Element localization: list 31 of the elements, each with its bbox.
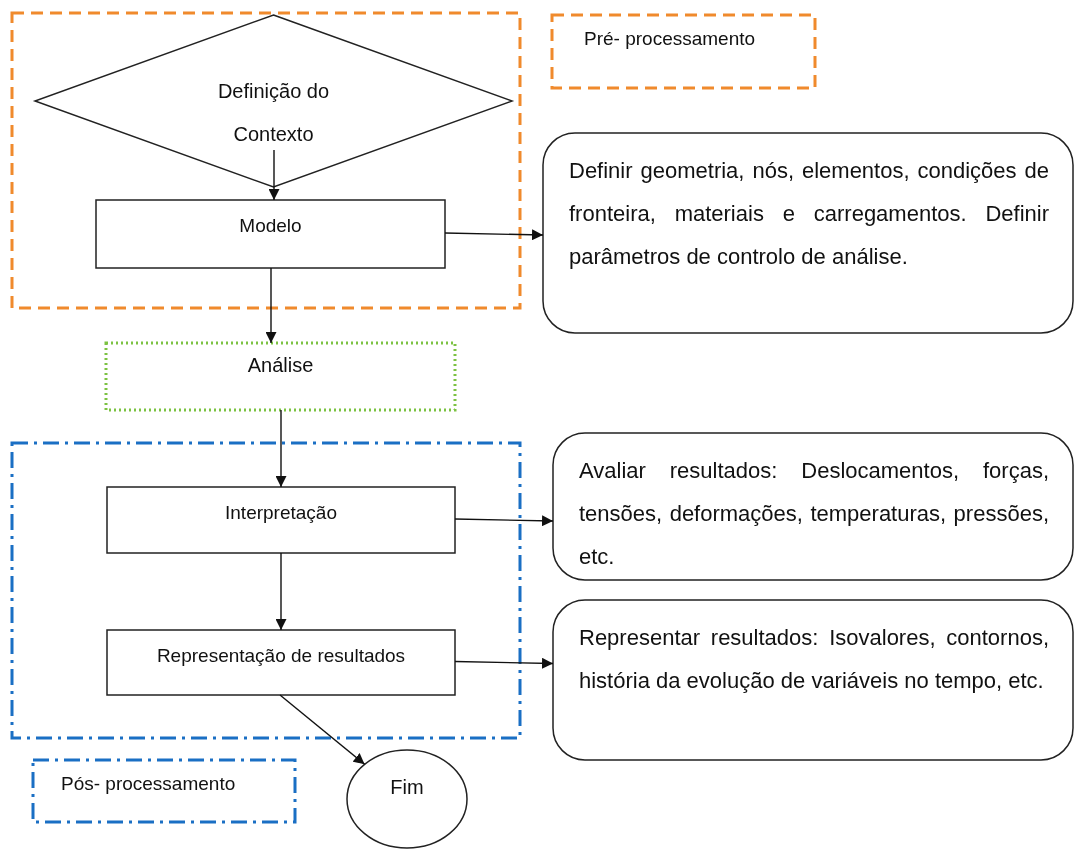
end-circle <box>347 750 467 848</box>
node-label: Modelo <box>238 214 303 237</box>
node-label: Avaliar resultados: Deslocamentos, forças, tensões, deformações, temperaturas, pressões, etc. <box>578 457 1050 571</box>
group-frame <box>12 443 520 738</box>
arrow <box>279 694 366 765</box>
arrow <box>268 149 280 201</box>
stage-tag <box>33 760 295 822</box>
node-label: Interpretação <box>224 501 338 524</box>
arrow <box>275 552 287 631</box>
group-frame <box>12 13 520 308</box>
note-box <box>553 433 1073 580</box>
node-label: Representar resultados: Isovalores, contornos, história da evolução de variáveis no tempo, etc. <box>578 624 1050 695</box>
process-box <box>107 630 455 695</box>
arrow <box>454 515 554 527</box>
node-label: Fim <box>389 775 425 799</box>
node-label: Definir geometria, nós, elementos, condições de fronteira, materiais e carregamentos. Definir parâmetros de controlo de análise. <box>568 157 1050 271</box>
stage-tag <box>552 15 815 88</box>
note-box <box>553 600 1073 760</box>
node-label: Pré- processamento <box>583 27 757 50</box>
arrow <box>265 267 277 344</box>
process-box <box>96 200 445 268</box>
arrow <box>454 657 554 669</box>
arrow <box>444 229 544 241</box>
node-label: Representação de resultados <box>155 644 407 667</box>
note-box <box>543 133 1073 333</box>
arrow <box>275 409 287 488</box>
node-label: Pós- processamento <box>60 772 237 795</box>
node-label: Análise <box>246 353 315 377</box>
decision-diamond <box>35 15 512 187</box>
process-box <box>107 487 455 553</box>
node-label: Definição do Contexto <box>216 79 331 147</box>
